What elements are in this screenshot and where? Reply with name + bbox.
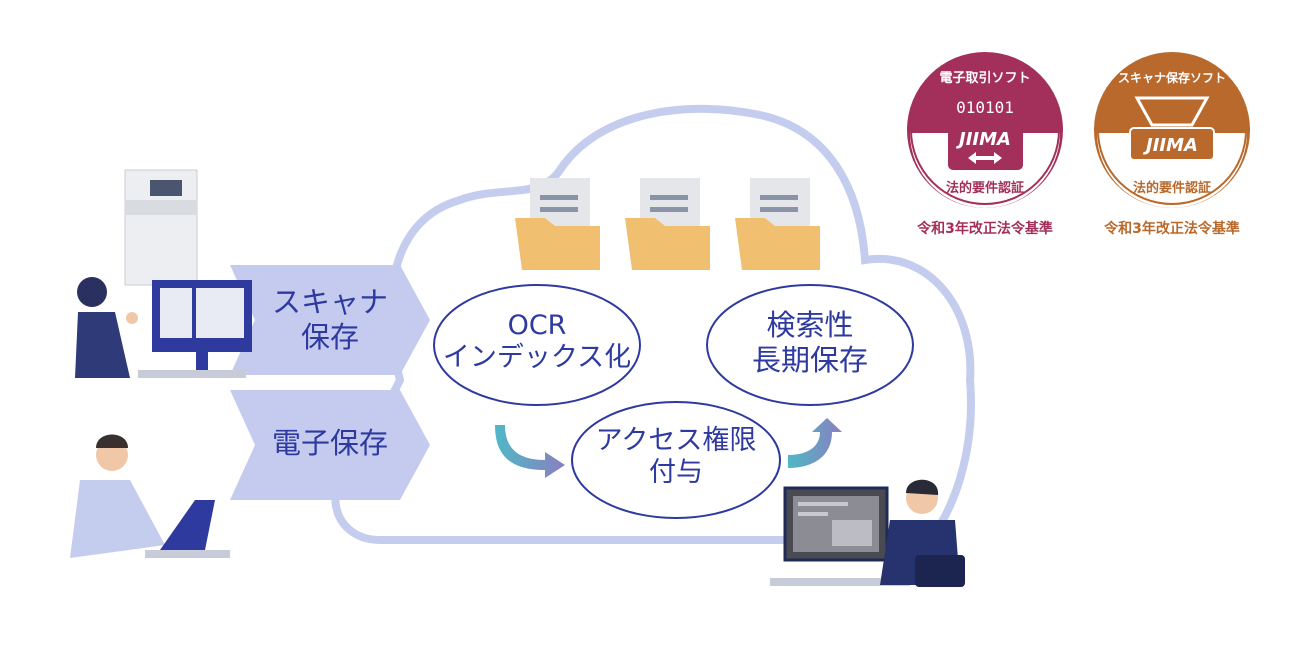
person-woman-icon <box>75 277 138 378</box>
step-access-bubble <box>571 401 781 519</box>
step-ocr-label: OCR インデックス化 <box>434 310 640 375</box>
flow-label-line: スキャナ <box>271 285 388 319</box>
svg-text:JIIMA: JIIMA <box>1143 135 1198 156</box>
badge-caption: 令和3年改正法令基準 <box>917 221 1053 237</box>
step-label-line: 検索性 <box>766 308 854 342</box>
person-laptop-icon <box>70 434 230 558</box>
desktop-monitor-icon <box>138 280 252 378</box>
step-label-line: 長期保存 <box>751 342 868 377</box>
step-access-label: アクセス権限 付与 <box>572 425 780 490</box>
curved-arrow-icon <box>788 418 842 468</box>
folder-icon <box>625 178 710 270</box>
person-workstation-icon <box>770 479 965 587</box>
svg-text:JIIMA: JIIMA <box>956 129 1011 150</box>
folder-icon <box>735 178 820 270</box>
svg-text:電子取引ソフト: 電子取引ソフト <box>939 71 1030 86</box>
step-label-line: インデックス化 <box>442 342 632 374</box>
svg-text:法的要件認証: 法的要件認証 <box>1133 180 1211 196</box>
flow-arrow-electronic <box>230 390 430 500</box>
flow-arrow-scanner <box>230 265 430 375</box>
step-label-line: アクセス権限 <box>595 425 757 456</box>
flow-label-electronic: 電子保存 <box>271 426 388 460</box>
svg-text:法的要件認証: 法的要件認証 <box>946 180 1024 196</box>
badge-code: 010101 <box>956 98 1014 117</box>
curved-arrow-icon <box>495 425 565 478</box>
step-search-bubble <box>706 284 914 406</box>
step-label-line: OCR <box>507 310 567 341</box>
jiima-ecommerce-badge: 010101 JIIMA 電子取引ソフト 法的要件認証 <box>907 52 1063 208</box>
step-label-line: 付与 <box>649 457 703 489</box>
flow-label-line: 保存 <box>300 319 359 354</box>
step-ocr-bubble <box>433 284 641 406</box>
multifunction-printer-icon <box>124 169 198 286</box>
jiima-scanner-badge: JIIMA スキャナ保存ソフト 法的要件認証 <box>1094 52 1250 208</box>
flow-label-scanner: スキャナ 保存 <box>255 285 405 355</box>
svg-text:スキャナ保存ソフト: スキャナ保存ソフト <box>1118 70 1226 85</box>
step-search-label: 検索性 長期保存 <box>707 308 913 378</box>
badge-caption: 令和3年改正法令基準 <box>1104 221 1240 237</box>
folder-icon <box>515 178 600 270</box>
